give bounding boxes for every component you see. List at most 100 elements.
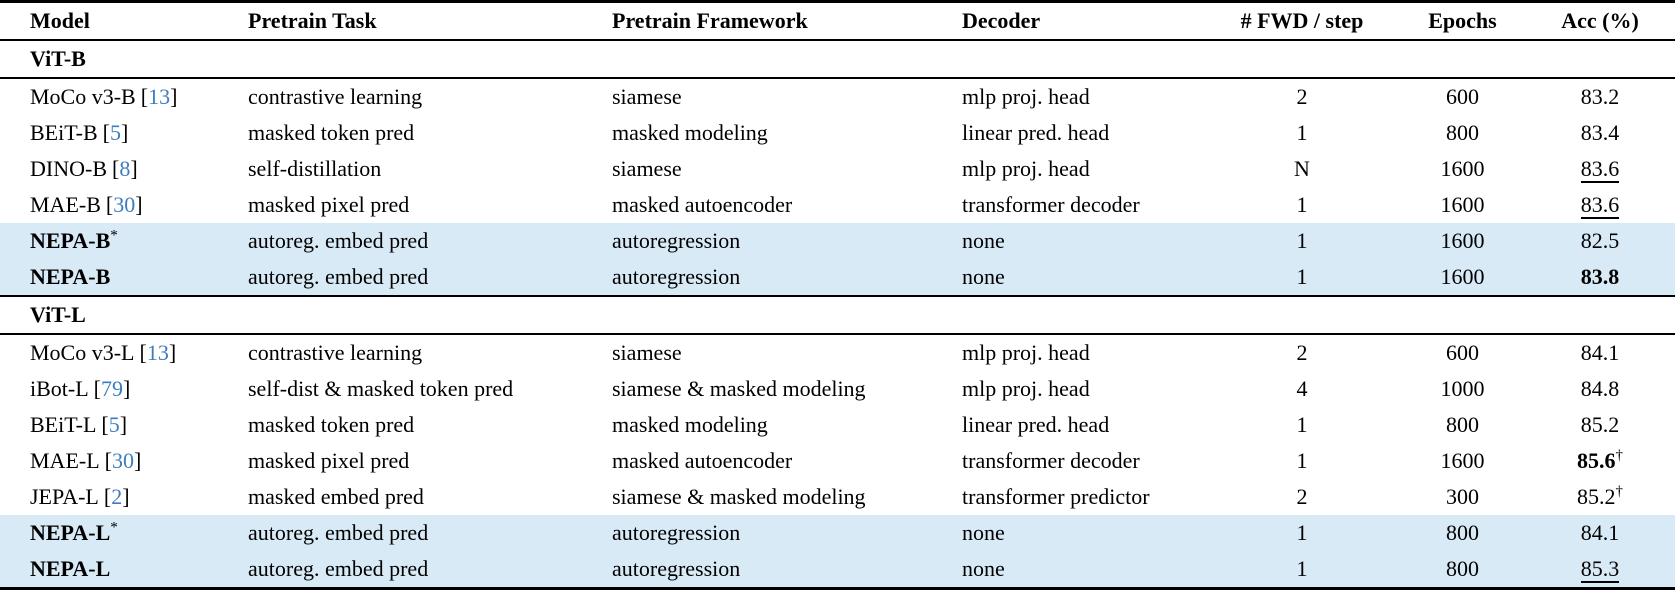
decoder-cell: transformer predictor — [962, 484, 1150, 509]
bracket-close: ] — [123, 376, 131, 401]
fwd-cell: N — [1294, 156, 1310, 181]
acc-value-bold: 85.6 — [1577, 448, 1616, 473]
acc-value-underlined: 83.6 — [1580, 155, 1620, 183]
fwd-cell: 1 — [1296, 412, 1308, 437]
section-title: ViT-B — [30, 46, 86, 71]
column-header-model: Model — [30, 8, 90, 33]
acc-cell: 83.6 — [1525, 187, 1675, 223]
model-name: iBot-L — [30, 376, 89, 401]
fwd-cell: 1 — [1296, 120, 1308, 145]
model-name: NEPA-B — [30, 228, 111, 253]
model-cell: DINO-B[8] — [0, 151, 218, 187]
bracket-open: [ — [112, 156, 120, 181]
table-row-beit-b: BEiT-B[5] masked token pred masked model… — [0, 115, 1675, 151]
citation-link[interactable]: [13] — [141, 84, 178, 109]
framework-cell: autoregression — [612, 264, 741, 289]
section-header-vit-b: ViT-B — [0, 40, 1675, 78]
table-row-nepa-b: NEPA-B autoreg. embed pred autoregressio… — [0, 259, 1675, 296]
epochs-cell: 800 — [1446, 412, 1479, 437]
task-cell: contrastive learning — [248, 340, 423, 365]
decoder-cell: transformer decoder — [962, 448, 1140, 473]
task-cell: masked token pred — [248, 120, 415, 145]
acc-cell: 83.2 — [1580, 84, 1620, 109]
epochs-cell: 600 — [1446, 84, 1479, 109]
fwd-cell: 1 — [1296, 520, 1308, 545]
table-row-nepa-l: NEPA-L autoreg. embed pred autoregressio… — [0, 551, 1675, 589]
model-name: DINO-B — [30, 156, 107, 181]
bracket-close: ] — [170, 84, 178, 109]
framework-cell: autoregression — [612, 556, 741, 581]
citation-link[interactable]: [5] — [101, 412, 127, 437]
decoder-cell: mlp proj. head — [962, 156, 1090, 181]
section-title: ViT-L — [30, 302, 86, 327]
citation-link[interactable]: [30] — [105, 448, 142, 473]
column-header-pretrain-framework: Pretrain Framework — [612, 8, 808, 33]
fwd-cell: 1 — [1296, 556, 1308, 581]
bracket-open: [ — [103, 484, 112, 509]
bracket-close: ] — [133, 448, 142, 473]
acc-cell: 83.6 — [1525, 151, 1675, 187]
acc-cell: 83.8 — [1525, 259, 1675, 296]
citation-number: 30 — [111, 448, 134, 473]
fwd-cell: 2 — [1296, 484, 1308, 509]
table-row-mae-l: MAE-L[30] masked pixel pred masked autoe… — [0, 443, 1675, 479]
citation-link[interactable]: [79] — [94, 376, 131, 401]
model-cell: NEPA-B — [0, 259, 218, 296]
model-name: MoCo v3-B — [30, 84, 136, 109]
model-name: NEPA-B — [30, 264, 111, 289]
model-cell: MoCo v3-L[13] — [0, 334, 218, 371]
table-row-dino-b: DINO-B[8] self-distillation siamese mlp … — [0, 151, 1675, 187]
epochs-cell: 1600 — [1440, 264, 1485, 289]
table-row-moco-v3-b: MoCo v3-B[13] contrastive learning siame… — [0, 78, 1675, 115]
epochs-cell: 1600 — [1440, 228, 1485, 253]
decoder-cell: none — [962, 228, 1005, 253]
acc-cell: 85.2 — [1580, 412, 1620, 437]
bracket-open: [ — [139, 340, 147, 365]
model-cell: MoCo v3-B[13] — [0, 78, 218, 115]
acc-cell: 85.6† — [1525, 443, 1675, 479]
epochs-cell: 800 — [1446, 556, 1479, 581]
framework-cell: siamese — [612, 340, 682, 365]
acc-cell: 84.1 — [1580, 520, 1620, 545]
model-name: JEPA-L — [30, 484, 99, 509]
bracket-close: ] — [135, 192, 143, 217]
framework-cell: masked autoencoder — [612, 192, 793, 217]
task-cell: masked pixel pred — [248, 448, 410, 473]
framework-cell: siamese — [612, 84, 682, 109]
decoder-cell: none — [962, 520, 1005, 545]
superscript-asterisk: * — [110, 227, 118, 244]
task-cell: autoreg. embed pred — [248, 520, 429, 545]
citation-link[interactable]: [13] — [140, 340, 177, 365]
framework-cell: siamese & masked modeling — [612, 376, 866, 401]
framework-cell: siamese & masked modeling — [612, 484, 866, 509]
bracket-close: ] — [130, 156, 138, 181]
superscript-asterisk: * — [110, 519, 118, 536]
bracket-open: [ — [105, 192, 114, 217]
citation-link[interactable]: [8] — [112, 156, 138, 181]
acc-value-underlined: 83.6 — [1580, 191, 1620, 219]
table-row-ibot-l: iBot-L[79] self-dist & masked token pred… — [0, 371, 1675, 407]
bracket-open: [ — [140, 84, 149, 109]
task-cell: autoreg. embed pred — [248, 228, 429, 253]
citation-number: 13 — [148, 84, 171, 109]
citation-link[interactable]: [2] — [104, 484, 130, 509]
decoder-cell: mlp proj. head — [962, 376, 1090, 401]
fwd-cell: 1 — [1296, 264, 1308, 289]
acc-cell: 82.5 — [1580, 228, 1620, 253]
table-row-mae-b: MAE-B[30] masked pixel pred masked autoe… — [0, 187, 1675, 223]
acc-cell: 85.2† — [1525, 479, 1675, 515]
table-row-nepa-l-star: NEPA-L* autoreg. embed pred autoregressi… — [0, 515, 1675, 551]
fwd-cell: 4 — [1296, 376, 1308, 401]
citation-link[interactable]: [30] — [106, 192, 143, 217]
decoder-cell: none — [962, 556, 1005, 581]
task-cell: contrastive learning — [248, 84, 423, 109]
framework-cell: siamese — [612, 156, 682, 181]
citation-number: 2 — [111, 484, 123, 509]
acc-value-underlined: 85.3 — [1580, 555, 1620, 583]
superscript-dagger: † — [1615, 483, 1624, 500]
citation-number: 5 — [108, 412, 120, 437]
model-name: NEPA-L — [30, 556, 111, 581]
model-name: MoCo v3-L — [30, 340, 135, 365]
task-cell: masked pixel pred — [248, 192, 410, 217]
citation-link[interactable]: [5] — [103, 120, 129, 145]
